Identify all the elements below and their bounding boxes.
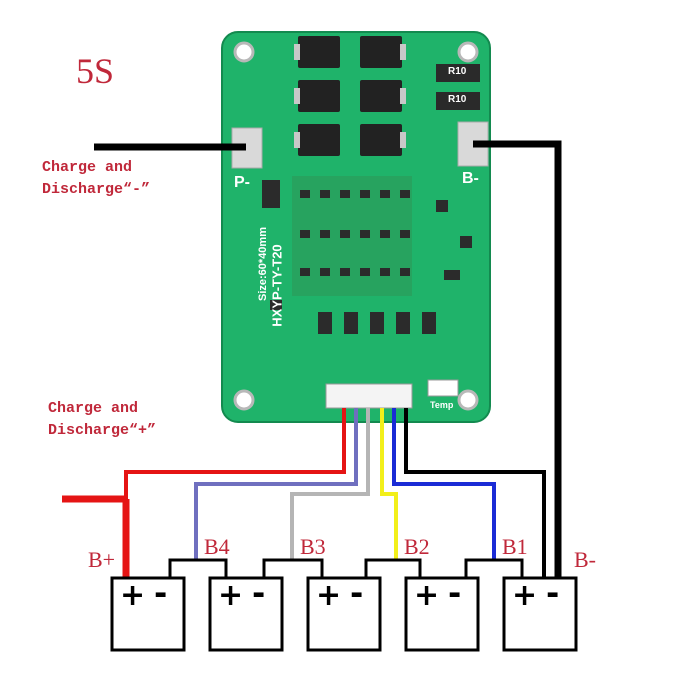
mosfet-array [294,36,406,156]
pcb-model-label: HXYP-TY-T20 [269,244,285,327]
cell-plus-marker: + [512,578,538,613]
balance-wire-b4 [194,408,358,560]
cell-plus-marker: + [316,578,342,613]
node-b-plus: B+ [88,547,116,572]
mounting-hole [457,389,479,411]
node-b4: B4 [204,534,230,559]
battery-cell [306,576,382,652]
charge-negative-label: Charge and Discharge“-” [42,157,150,201]
diagram-title: 5S [76,51,115,91]
b-minus-wire [473,140,562,580]
shunt-resistor [436,92,480,110]
node-b2: B2 [404,534,430,559]
series-link [168,558,228,580]
temp-sensor-pad [427,379,459,397]
series-link [262,558,324,580]
cell-minus-marker: - [546,574,560,612]
balance-wire-b2 [380,408,398,560]
cell-minus-marker: - [252,574,266,612]
battery-cell [404,576,480,652]
pcb-size-label: Size:60*40mm [257,227,269,301]
cell-minus-marker: - [154,574,168,612]
cell-minus-marker: - [448,574,462,612]
pcb-b-minus-label: B- [462,170,479,187]
pcb-p-minus-label: P- [234,174,250,191]
cell-plus-marker: + [120,578,146,613]
charge-negative-line2: Discharge“-” [42,181,151,198]
pcb-board [221,31,491,423]
cell-plus-marker: + [218,578,244,613]
series-link [364,558,422,580]
series-link [464,558,524,580]
mounting-hole [457,41,479,63]
cell-plus-marker: + [414,578,440,613]
mounting-hole [233,41,255,63]
charge-positive-line2: Discharge“+” [48,422,157,439]
balance-wire-b3 [290,408,370,560]
node-b1: B1 [502,534,528,559]
battery-cell [502,576,578,652]
balance-wire-black [404,408,546,580]
balance-wire-b1 [392,408,496,560]
battery-cell [110,576,186,652]
resistor-label: R10 [448,94,467,105]
balance-connector [325,383,413,409]
battery-cell [208,576,284,652]
mounting-hole [233,389,255,411]
shunt-resistor [436,64,480,82]
charge-positive-label: Charge and Discharge“+” [48,398,156,442]
pcb-temp-label: Temp [430,400,454,410]
battery-cells [110,576,578,652]
charge-negative-line1: Charge and [42,159,133,176]
charge-positive-line1: Charge and [48,400,139,417]
node-b3: B3 [300,534,326,559]
smd-components [262,176,472,334]
resistor-label: R10 [448,66,467,77]
wiring [62,140,562,580]
cell-minus-marker: - [350,574,364,612]
node-b-minus: B- [574,547,596,572]
